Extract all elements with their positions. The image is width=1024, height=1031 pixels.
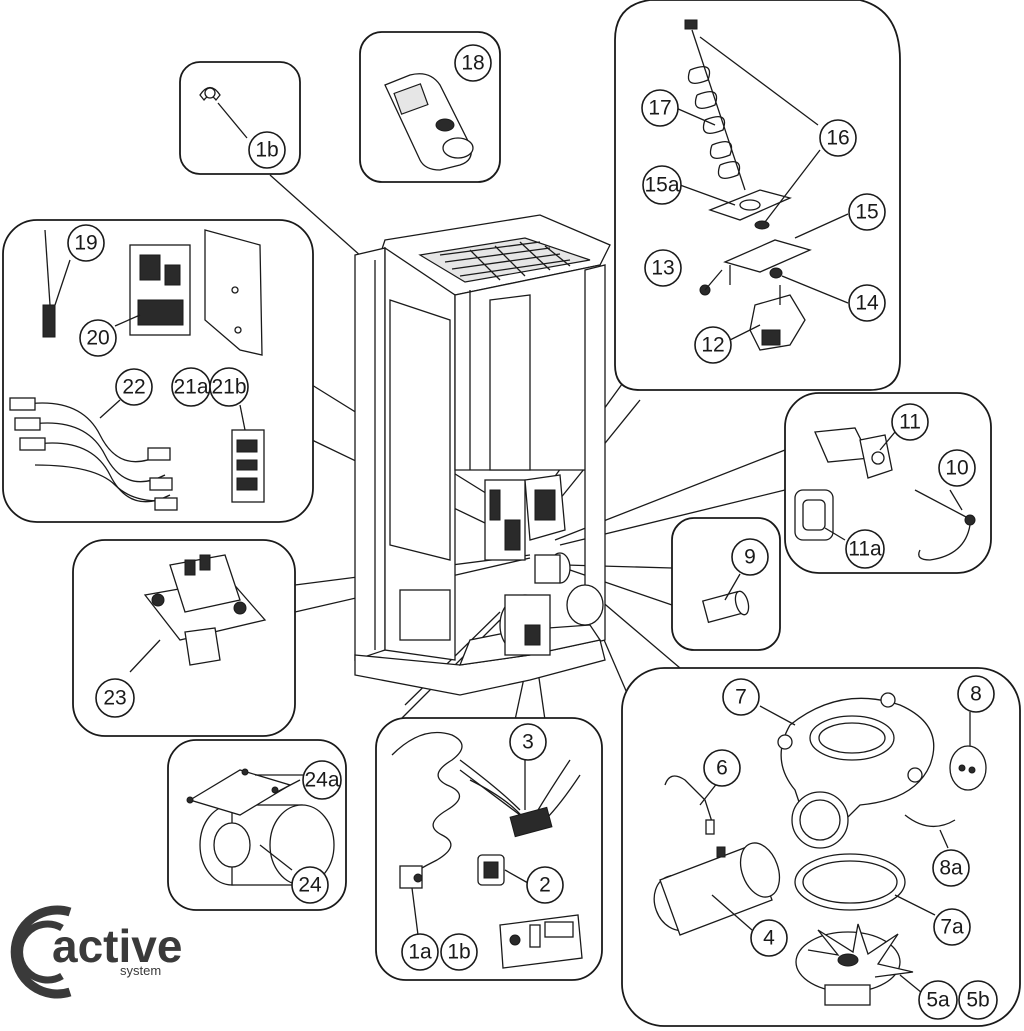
label-7a: 7a [940, 916, 964, 939]
label-24a: 24a [304, 769, 339, 792]
label-8: 8 [970, 683, 982, 706]
panel-switches: 3 2 1a 1b [375, 717, 603, 981]
panel-23: 23 [72, 539, 296, 737]
label-16: 16 [826, 127, 849, 150]
label-17: 17 [648, 97, 671, 120]
brand-logo: active system [10, 905, 182, 999]
label-18: 18 [461, 52, 484, 75]
label-5b: 5b [966, 989, 989, 1012]
label-7: 7 [735, 686, 747, 709]
panel-9-sleeve: 9 [671, 517, 781, 651]
label-24: 24 [298, 874, 322, 897]
label-1b-bottom: 1b [447, 941, 470, 964]
label-1a: 1a [408, 941, 432, 964]
label-12: 12 [701, 334, 724, 357]
panel-1b-clip: 1b [179, 61, 301, 175]
label-23: 23 [103, 687, 126, 710]
label-20: 20 [86, 327, 109, 350]
panel-electronics: 19 20 22 21a 21b [2, 219, 314, 523]
panel-auger-assembly: 17 16 15a 15 13 14 12 [614, 0, 901, 391]
label-22: 22 [122, 376, 145, 399]
brand-sub: system [120, 963, 161, 978]
label-2: 2 [539, 874, 551, 897]
label-11a: 11a [848, 538, 882, 561]
label-8a: 8a [939, 857, 963, 880]
label-4: 4 [763, 927, 775, 950]
label-21b: 21b [211, 376, 246, 399]
label-15a: 15a [644, 174, 679, 197]
label-5a: 5a [926, 989, 950, 1012]
label-1b-top: 1b [255, 139, 278, 162]
label-19: 19 [74, 232, 97, 255]
label-13: 13 [651, 257, 674, 280]
panel-18-remote: 18 [359, 31, 501, 183]
label-15: 15 [855, 201, 878, 224]
label-14: 14 [855, 292, 879, 315]
label-10: 10 [945, 457, 968, 480]
label-3: 3 [522, 731, 534, 754]
panel-fan-assembly: 7 8 6 8a 7a 4 5a 5b [621, 667, 1021, 1027]
label-21a: 21a [173, 376, 208, 399]
panel-24: 24a 24 [167, 739, 347, 911]
label-9: 9 [744, 546, 756, 569]
label-11: 11 [899, 411, 921, 434]
label-6: 6 [716, 757, 728, 780]
stove-body [354, 214, 611, 696]
panel-igniter: 11 10 11a [784, 392, 992, 574]
brand-name: active [52, 920, 182, 972]
